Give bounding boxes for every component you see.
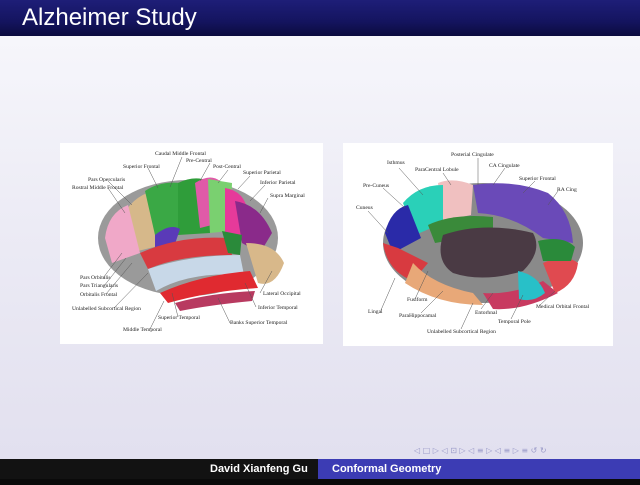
label-supra-marginal: Supra Marginal — [270, 193, 305, 200]
slide-title: Alzheimer Study — [22, 4, 197, 32]
label-temporal-pole: Temporal Pole — [498, 319, 531, 326]
label-unlabelled-subcortical-region-medial: Unlabelled Subcortical Region — [427, 329, 496, 336]
bottom-strip — [0, 479, 640, 485]
label-paracentral-lobule: ParaCentral Lobule — [415, 167, 459, 174]
label-lingal: Lingal — [368, 309, 383, 316]
label-fusiform: Fusiform — [407, 297, 428, 304]
label-entorhnal: Entorhnal — [475, 310, 497, 317]
label-post-central: Post-Central — [213, 164, 241, 171]
label-inferior-parietal: Inferior Parietal — [260, 180, 296, 187]
footer-title-section: Conformal Geometry — [318, 459, 640, 479]
label-parahippocamal: ParaHippocamal — [399, 313, 436, 320]
lateral-brain-image — [60, 143, 323, 344]
label-pars-opercularis: Pars Opercularis — [88, 177, 125, 184]
label-cuneus: Cuneus — [356, 205, 373, 212]
label-orbitalis-frontal: Orbitalis Frontal — [80, 292, 117, 299]
label-unlabelled-subcortical-region: Unlabelled Subcortical Region — [72, 306, 141, 313]
label-medical-orbital-frontal: Medical Orbital Frontal — [536, 304, 589, 311]
label-superior-temporal: Superior Temporal — [158, 315, 200, 322]
label-superior-frontal: Superior Frontal — [123, 164, 160, 171]
medial-brain-figure: Posterial Cingulate Isthmus ParaCentral … — [343, 143, 613, 346]
label-ra-cing: RA Cing — [557, 187, 577, 194]
label-pre-cuneus: Pre-Cuneus — [363, 183, 389, 190]
beamer-navigation-controls[interactable]: ◁ □ ▷ ◁ ⊡ ▷ ◁ ≡ ▷ ◁ ≡ ▷ ≡ ↺ ↻ — [414, 446, 547, 456]
label-inferior-temporal: Inferior Temporal — [258, 305, 298, 312]
label-banks-superior-temporal: Banks Superior Temporal — [230, 320, 287, 327]
slide-footer: David Xianfeng Gu Conformal Geometry — [0, 459, 640, 479]
footer-talk-title: Conformal Geometry — [332, 462, 441, 476]
label-ca-cingulate: CA Cingulate — [489, 163, 520, 170]
slide-title-bar: Alzheimer Study — [0, 0, 640, 36]
label-lateral-occipital: Lateral Occipital — [263, 291, 301, 298]
footer-author-section: David Xianfeng Gu — [0, 459, 318, 479]
label-superior-parietal: Superior Parietal — [243, 170, 281, 177]
label-posterial-cingulate: Posterial Cingulate — [451, 152, 494, 159]
lateral-brain-figure: Caudal Middle Frontal Pre-Central Superi… — [60, 143, 323, 344]
label-pre-central: Pre-Central — [186, 158, 212, 165]
label-superior-frontal-medial: Superior Frontal — [519, 176, 556, 183]
label-middle-temporal: Middle Temporal — [123, 327, 162, 334]
label-pars-triangularis: Pars Triangularis — [80, 283, 118, 290]
footer-author: David Xianfeng Gu — [210, 462, 308, 476]
label-caudal-middle-frontal: Caudal Middle Frontal — [155, 151, 206, 158]
label-pars-orbitalis: Pars Orbitalis — [80, 275, 111, 282]
label-rostral-middle-frontal: Rostral Middle Frontal — [72, 185, 123, 192]
label-isthmus: Isthmus — [387, 160, 405, 167]
